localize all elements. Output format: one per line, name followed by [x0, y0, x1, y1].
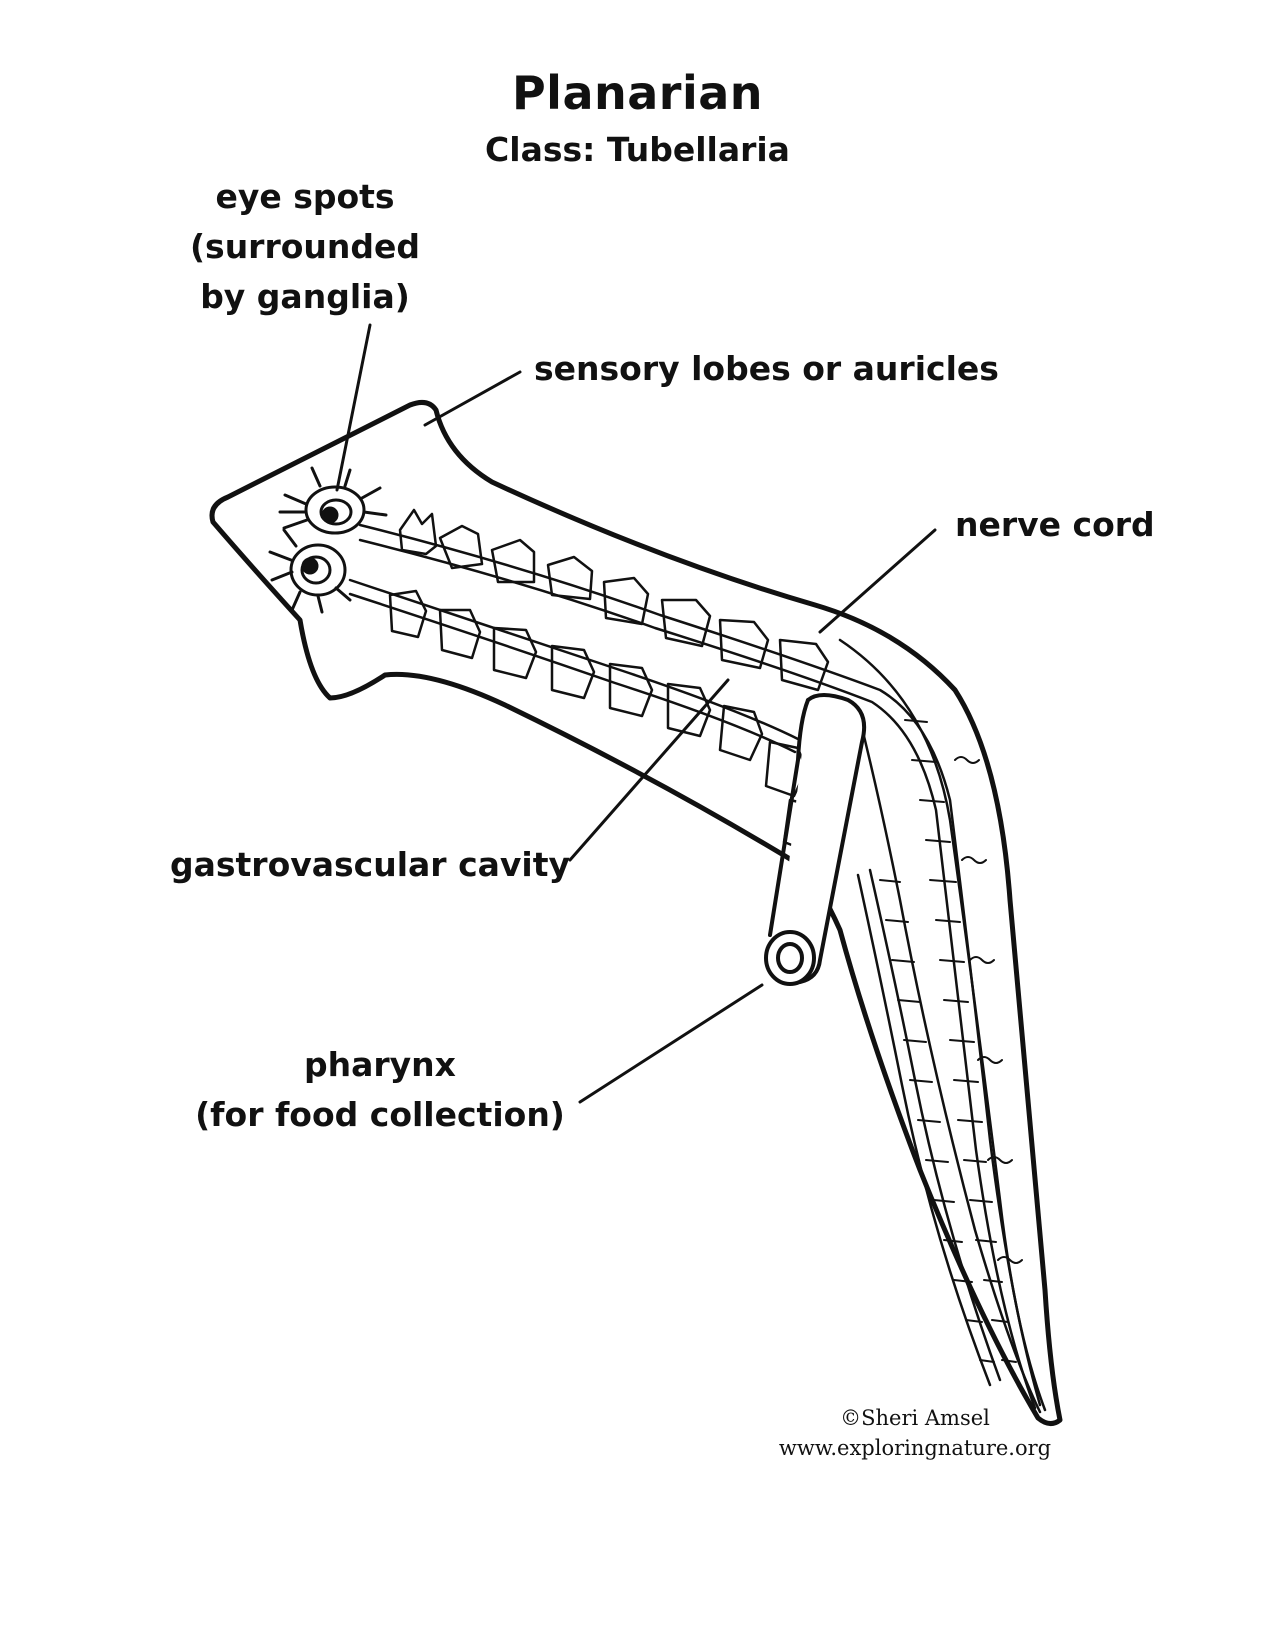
eye-spot-lower-icon — [268, 528, 352, 614]
eye-spots-label-line-2: (surrounded — [189, 227, 421, 266]
nerve-cord-leader-line — [818, 528, 937, 634]
tail-segments — [879, 719, 1023, 1363]
eye-spot-upper-icon — [278, 466, 388, 535]
copyright-text: ©Sheri Amsel — [840, 1406, 990, 1430]
pharynx-label: pharynx (for food collection) — [180, 1040, 580, 1140]
pharynx-leader-line — [578, 983, 764, 1104]
pharynx-label-line-2: (for food collection) — [195, 1095, 565, 1134]
sensory-lobes-label: sensory lobes or auricles — [534, 349, 999, 388]
diagram-subtitle: Class: Tubellaria — [485, 130, 790, 169]
credit-block: ©Sheri Amsel www.exploringnature.org — [770, 1403, 1060, 1463]
gastrovascular-cavity-label: gastrovascular cavity — [170, 845, 571, 884]
gastrovascular-leader-line — [568, 678, 730, 862]
tail-inner-margin-2 — [858, 718, 1042, 1414]
pharynx-label-line-1: pharynx — [304, 1045, 456, 1084]
pharynx-tube — [764, 693, 867, 986]
eye-spots-label: eye spots (surrounded by ganglia) — [185, 172, 425, 322]
sensory-lobes-leader-line — [423, 370, 522, 427]
leader-lines — [335, 323, 937, 1104]
body-outline — [209, 399, 1063, 1426]
eye-spots-leader-line — [335, 323, 372, 492]
eye-spots-label-line-3: by ganglia) — [200, 277, 410, 316]
gastrovascular-branches — [388, 508, 830, 854]
nerve-cords — [348, 523, 1042, 1410]
website-text: www.exploringnature.org — [778, 1436, 1052, 1460]
diagram-title: Planarian — [511, 66, 764, 120]
eye-spots-label-line-1: eye spots — [215, 177, 395, 216]
nerve-cord-label: nerve cord — [955, 505, 1155, 544]
